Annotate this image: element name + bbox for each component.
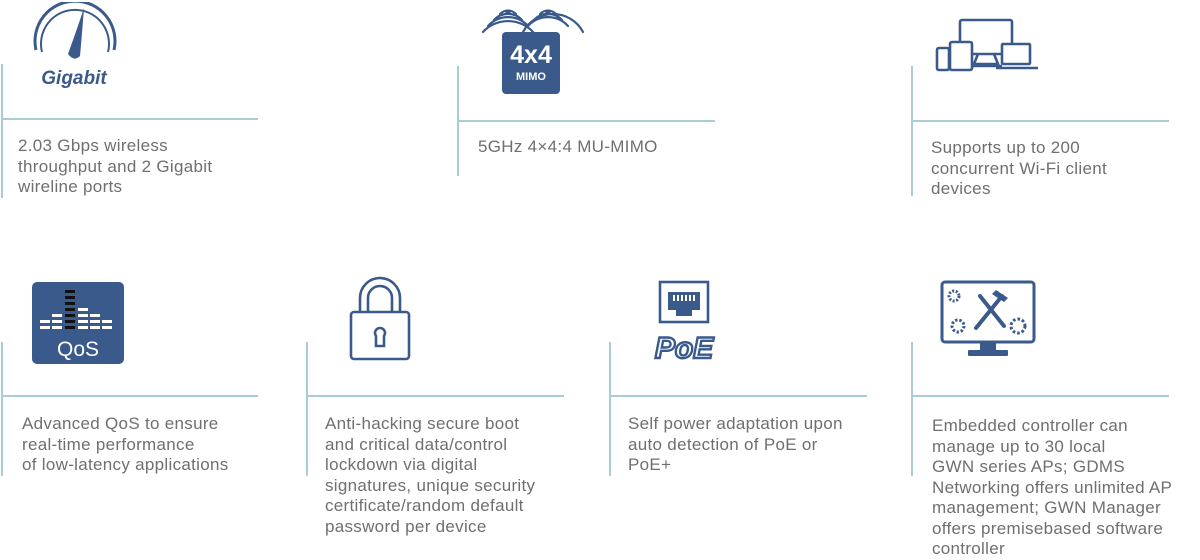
gigabit-speedometer-icon: Gigabit xyxy=(33,2,117,89)
padlock-icon xyxy=(349,276,411,361)
devices-icon xyxy=(935,18,1038,72)
poe-port-icon: PoE xyxy=(654,280,715,364)
controller-tools-icon xyxy=(940,280,1036,356)
divider-horizontal xyxy=(457,120,715,122)
gigabit-icon-label: Gigabit xyxy=(41,68,107,89)
mimo-icon-label: 4x4 xyxy=(510,41,552,69)
mimo-icon-sublabel: MIMO xyxy=(516,71,546,83)
feature-description: Advanced QoS to ensure real-time perform… xyxy=(22,414,229,474)
feature-description: Self power adaptation upon auto detectio… xyxy=(628,414,843,474)
mimo-wifi-icon: 4x4 MIMO xyxy=(481,9,585,94)
feature-description: Embedded controller can manage up to 30 … xyxy=(932,416,1173,558)
divider-horizontal xyxy=(609,395,867,397)
divider-vertical xyxy=(1,64,3,198)
feature-description: Supports up to 200 concurrent Wi-Fi clie… xyxy=(931,138,1107,198)
divider-vertical xyxy=(911,66,913,196)
poe-icon-label: PoE xyxy=(655,332,714,364)
divider-vertical xyxy=(609,342,611,476)
divider-horizontal xyxy=(911,395,1169,397)
feature-description: 2.03 Gbps wireless throughput and 2 Giga… xyxy=(18,136,213,196)
qos-equalizer-icon: QoS xyxy=(32,282,124,364)
divider-vertical xyxy=(306,342,308,476)
divider-horizontal xyxy=(1,395,258,397)
divider-vertical xyxy=(1,342,3,476)
qos-icon-label: QoS xyxy=(57,338,99,361)
divider-horizontal xyxy=(1,118,258,120)
feature-description: 5GHz 4×4:4 MU-MIMO xyxy=(478,137,658,156)
divider-horizontal xyxy=(306,395,564,397)
feature-description: Anti-hacking secure boot and critical da… xyxy=(325,414,536,536)
divider-horizontal xyxy=(911,120,1169,122)
divider-vertical xyxy=(911,342,913,476)
